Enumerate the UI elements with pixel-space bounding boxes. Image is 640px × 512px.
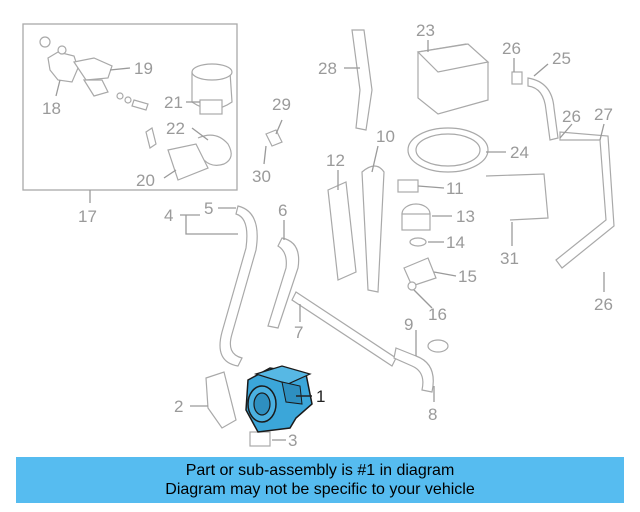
callout-25: 25 [552, 49, 571, 68]
callout-3: 3 [288, 431, 297, 450]
pipe-8-9 [393, 339, 449, 393]
callout-15: 15 [458, 267, 477, 286]
callout-17: 17 [78, 207, 97, 226]
callout-11: 11 [446, 179, 464, 198]
hose-28 [351, 29, 373, 131]
callout-27: 27 [594, 105, 613, 124]
callout-30: 30 [252, 167, 271, 186]
hose-6 [267, 237, 300, 329]
fitting-11 [397, 179, 419, 193]
banner-line-1: Part or sub-assembly is #1 in diagram [185, 462, 455, 479]
callout-18: 18 [42, 99, 61, 118]
callout-10: 10 [376, 127, 395, 146]
callout-8: 8 [428, 405, 437, 424]
valve-3 [249, 431, 271, 447]
callout-4: 4 [164, 206, 173, 225]
callout-5: 5 [204, 199, 213, 218]
callout-26c: 26 [594, 295, 613, 314]
filter-housing-23 [416, 43, 490, 115]
callout-24: 24 [510, 143, 529, 162]
callout-23: 23 [416, 21, 435, 40]
pipe-25 [511, 71, 559, 141]
callout-2: 2 [174, 397, 183, 416]
info-banner: Part or sub-assembly is #1 in diagram Di… [16, 457, 624, 503]
callout-22: 22 [166, 119, 185, 138]
sensor-cable-31 [485, 173, 549, 221]
hose-4-5 [219, 205, 258, 367]
gasket-24 [407, 127, 489, 173]
callout-13: 13 [456, 207, 475, 226]
valve-13 [401, 203, 431, 231]
pipe-7 [291, 291, 397, 367]
callout-29: 29 [272, 95, 291, 114]
callout-21: 21 [164, 93, 183, 112]
callout-6: 6 [278, 201, 287, 220]
bracket-15-16 [403, 257, 437, 291]
callout-31: 31 [500, 249, 519, 268]
callout-12: 12 [326, 151, 345, 170]
callout-19: 19 [134, 59, 153, 78]
pipe-27 [555, 131, 615, 269]
callout-9: 9 [404, 315, 413, 334]
seal-14 [409, 237, 427, 247]
banner-line-2: Diagram may not be specific to your vehi… [165, 481, 475, 498]
callout-1: 1 [316, 387, 325, 406]
callout-20: 20 [136, 171, 155, 190]
connector-29-30 [265, 129, 283, 147]
air-pump-part-1[interactable] [245, 365, 313, 433]
hose-10 [361, 165, 385, 293]
callout-26b: 26 [562, 107, 581, 126]
callout-7: 7 [294, 323, 303, 342]
callout-14: 14 [446, 233, 465, 252]
callout-26a: 26 [502, 39, 521, 58]
callout-28: 28 [318, 59, 337, 78]
callout-16: 16 [428, 305, 447, 324]
bracket-12 [327, 181, 357, 281]
inset-box-17 [22, 23, 238, 203]
bracket-2 [205, 371, 237, 429]
